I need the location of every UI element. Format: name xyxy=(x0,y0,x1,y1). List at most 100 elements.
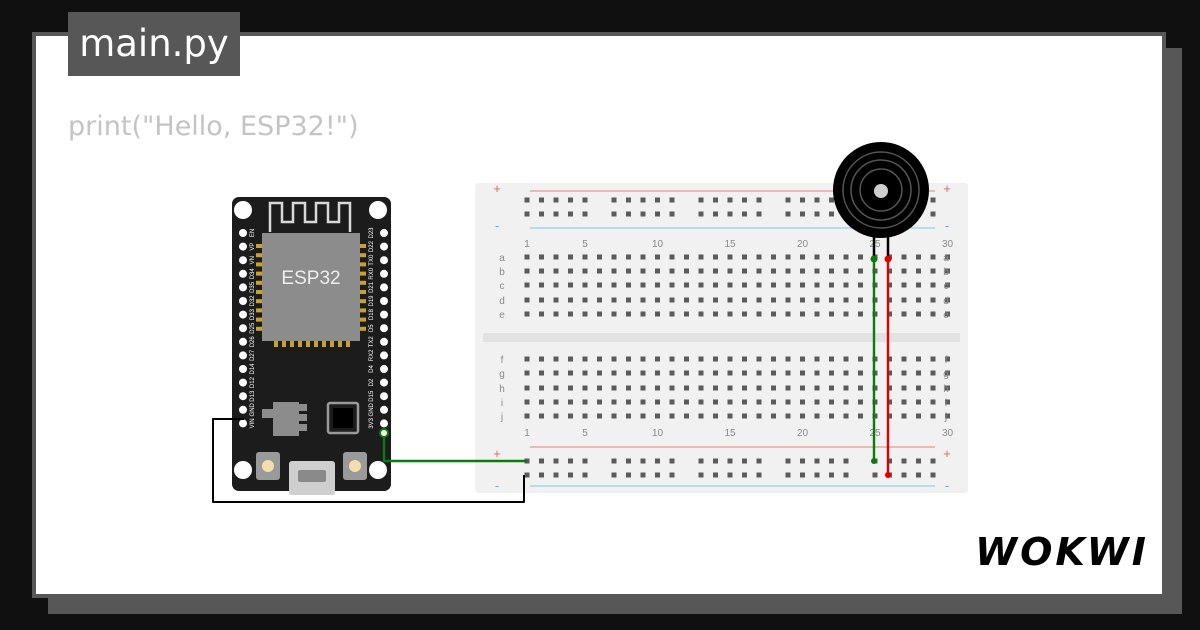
breadboard-hole[interactable] xyxy=(930,311,936,317)
breadboard-hole[interactable] xyxy=(756,311,762,317)
breadboard-hole[interactable] xyxy=(930,254,936,260)
breadboard-hole[interactable] xyxy=(930,356,936,362)
pin-vp[interactable] xyxy=(239,242,247,251)
breadboard-hole[interactable] xyxy=(843,458,849,464)
breadboard-hole[interactable] xyxy=(829,211,834,217)
breadboard-hole[interactable] xyxy=(626,254,631,260)
pin-d27[interactable] xyxy=(239,351,247,360)
breadboard-hole[interactable] xyxy=(655,385,660,391)
breadboard-hole[interactable] xyxy=(800,356,805,362)
breadboard-hole[interactable] xyxy=(742,282,747,288)
breadboard-hole[interactable] xyxy=(742,268,747,274)
breadboard-hole[interactable] xyxy=(887,268,892,274)
breadboard-hole[interactable] xyxy=(582,356,588,362)
breadboard-hole[interactable] xyxy=(640,385,646,391)
breadboard-hole[interactable] xyxy=(553,458,559,464)
breadboard-hole[interactable] xyxy=(945,413,950,419)
breadboard-hole[interactable] xyxy=(930,413,936,419)
breadboard-hole[interactable] xyxy=(858,311,863,317)
breadboard-hole[interactable] xyxy=(727,356,733,362)
breadboard-hole[interactable] xyxy=(800,413,805,419)
breadboard-hole[interactable] xyxy=(901,385,907,391)
breadboard-hole[interactable] xyxy=(626,197,631,203)
breadboard-hole[interactable] xyxy=(684,268,689,274)
breadboard-hole[interactable] xyxy=(930,297,936,303)
breadboard-hole[interactable] xyxy=(800,472,805,478)
breadboard-hole[interactable] xyxy=(814,282,820,288)
breadboard-hole[interactable] xyxy=(930,211,936,217)
pin-tx2[interactable] xyxy=(380,337,388,346)
breadboard-hole[interactable] xyxy=(843,370,849,376)
breadboard-hole[interactable] xyxy=(829,385,834,391)
breadboard-hole[interactable] xyxy=(669,413,675,419)
breadboard-hole[interactable] xyxy=(887,311,892,317)
breadboard-hole[interactable] xyxy=(814,268,820,274)
wire-3v3-green[interactable] xyxy=(382,433,527,463)
breadboard-hole[interactable] xyxy=(771,356,776,362)
breadboard-hole[interactable] xyxy=(640,472,646,478)
pin-d18[interactable] xyxy=(380,310,388,319)
breadboard-hole[interactable] xyxy=(698,385,704,391)
breadboard-hole[interactable] xyxy=(800,197,805,203)
breadboard-hole[interactable] xyxy=(669,311,675,317)
pin-d14[interactable] xyxy=(239,365,247,373)
breadboard-hole[interactable] xyxy=(742,413,747,419)
breadboard-hole[interactable] xyxy=(858,385,863,391)
breadboard-hole[interactable] xyxy=(843,472,849,478)
breadboard-hole[interactable] xyxy=(698,356,704,362)
breadboard-hole[interactable] xyxy=(597,413,602,419)
breadboard-hole[interactable] xyxy=(930,472,936,478)
breadboard-hole[interactable] xyxy=(887,399,892,405)
breadboard-hole[interactable] xyxy=(640,413,646,419)
breadboard-hole[interactable] xyxy=(611,211,617,217)
breadboard-hole[interactable] xyxy=(785,413,791,419)
breadboard-hole[interactable] xyxy=(785,370,791,376)
breadboard-hole[interactable] xyxy=(597,399,602,405)
breadboard-hole[interactable] xyxy=(553,282,559,288)
breadboard-hole[interactable] xyxy=(800,399,805,405)
breadboard-hole[interactable] xyxy=(611,356,617,362)
breadboard-hole[interactable] xyxy=(930,399,936,405)
breadboard-hole[interactable] xyxy=(568,370,573,376)
breadboard-hole[interactable] xyxy=(582,385,588,391)
breadboard-hole[interactable] xyxy=(887,385,892,391)
breadboard-hole[interactable] xyxy=(887,356,892,362)
breadboard-hole[interactable] xyxy=(727,385,733,391)
breadboard-hole[interactable] xyxy=(785,356,791,362)
breadboard-hole[interactable] xyxy=(626,356,631,362)
breadboard-hole[interactable] xyxy=(916,268,921,274)
breadboard-hole[interactable] xyxy=(655,282,660,288)
breadboard-hole[interactable] xyxy=(771,282,776,288)
breadboard-hole[interactable] xyxy=(524,297,530,303)
breadboard-hole[interactable] xyxy=(727,197,733,203)
breadboard-hole[interactable] xyxy=(582,254,588,260)
breadboard-hole[interactable] xyxy=(916,370,921,376)
breadboard-hole[interactable] xyxy=(611,370,617,376)
breadboard-hole[interactable] xyxy=(713,297,718,303)
breadboard-hole[interactable] xyxy=(655,413,660,419)
pin-d4[interactable] xyxy=(380,365,388,373)
breadboard-hole[interactable] xyxy=(698,268,704,274)
breadboard-hole[interactable] xyxy=(829,472,834,478)
breadboard-hole[interactable] xyxy=(626,413,631,419)
breadboard-hole[interactable] xyxy=(669,370,675,376)
breadboard-hole[interactable] xyxy=(814,413,820,419)
breadboard-hole[interactable] xyxy=(539,370,544,376)
breadboard-hole[interactable] xyxy=(756,197,762,203)
breadboard-hole[interactable] xyxy=(756,268,762,274)
breadboard-hole[interactable] xyxy=(916,399,921,405)
breadboard-hole[interactable] xyxy=(858,413,863,419)
breadboard-hole[interactable] xyxy=(727,399,733,405)
breadboard-hole[interactable] xyxy=(829,413,834,419)
breadboard-hole[interactable] xyxy=(698,211,704,217)
breadboard-hole[interactable] xyxy=(698,370,704,376)
breadboard-hole[interactable] xyxy=(698,197,704,203)
breadboard-hole[interactable] xyxy=(814,311,820,317)
breadboard-hole[interactable] xyxy=(539,254,544,260)
breadboard-hole[interactable] xyxy=(727,472,733,478)
esp32-devkit[interactable]: ESP32 ENVPVND34D35D32D33D25D26D27D14D12D… xyxy=(232,197,391,495)
breadboard-hole[interactable] xyxy=(800,254,805,260)
breadboard-hole[interactable] xyxy=(524,399,530,405)
breadboard-hole[interactable] xyxy=(814,472,820,478)
breadboard-hole[interactable] xyxy=(727,211,733,217)
